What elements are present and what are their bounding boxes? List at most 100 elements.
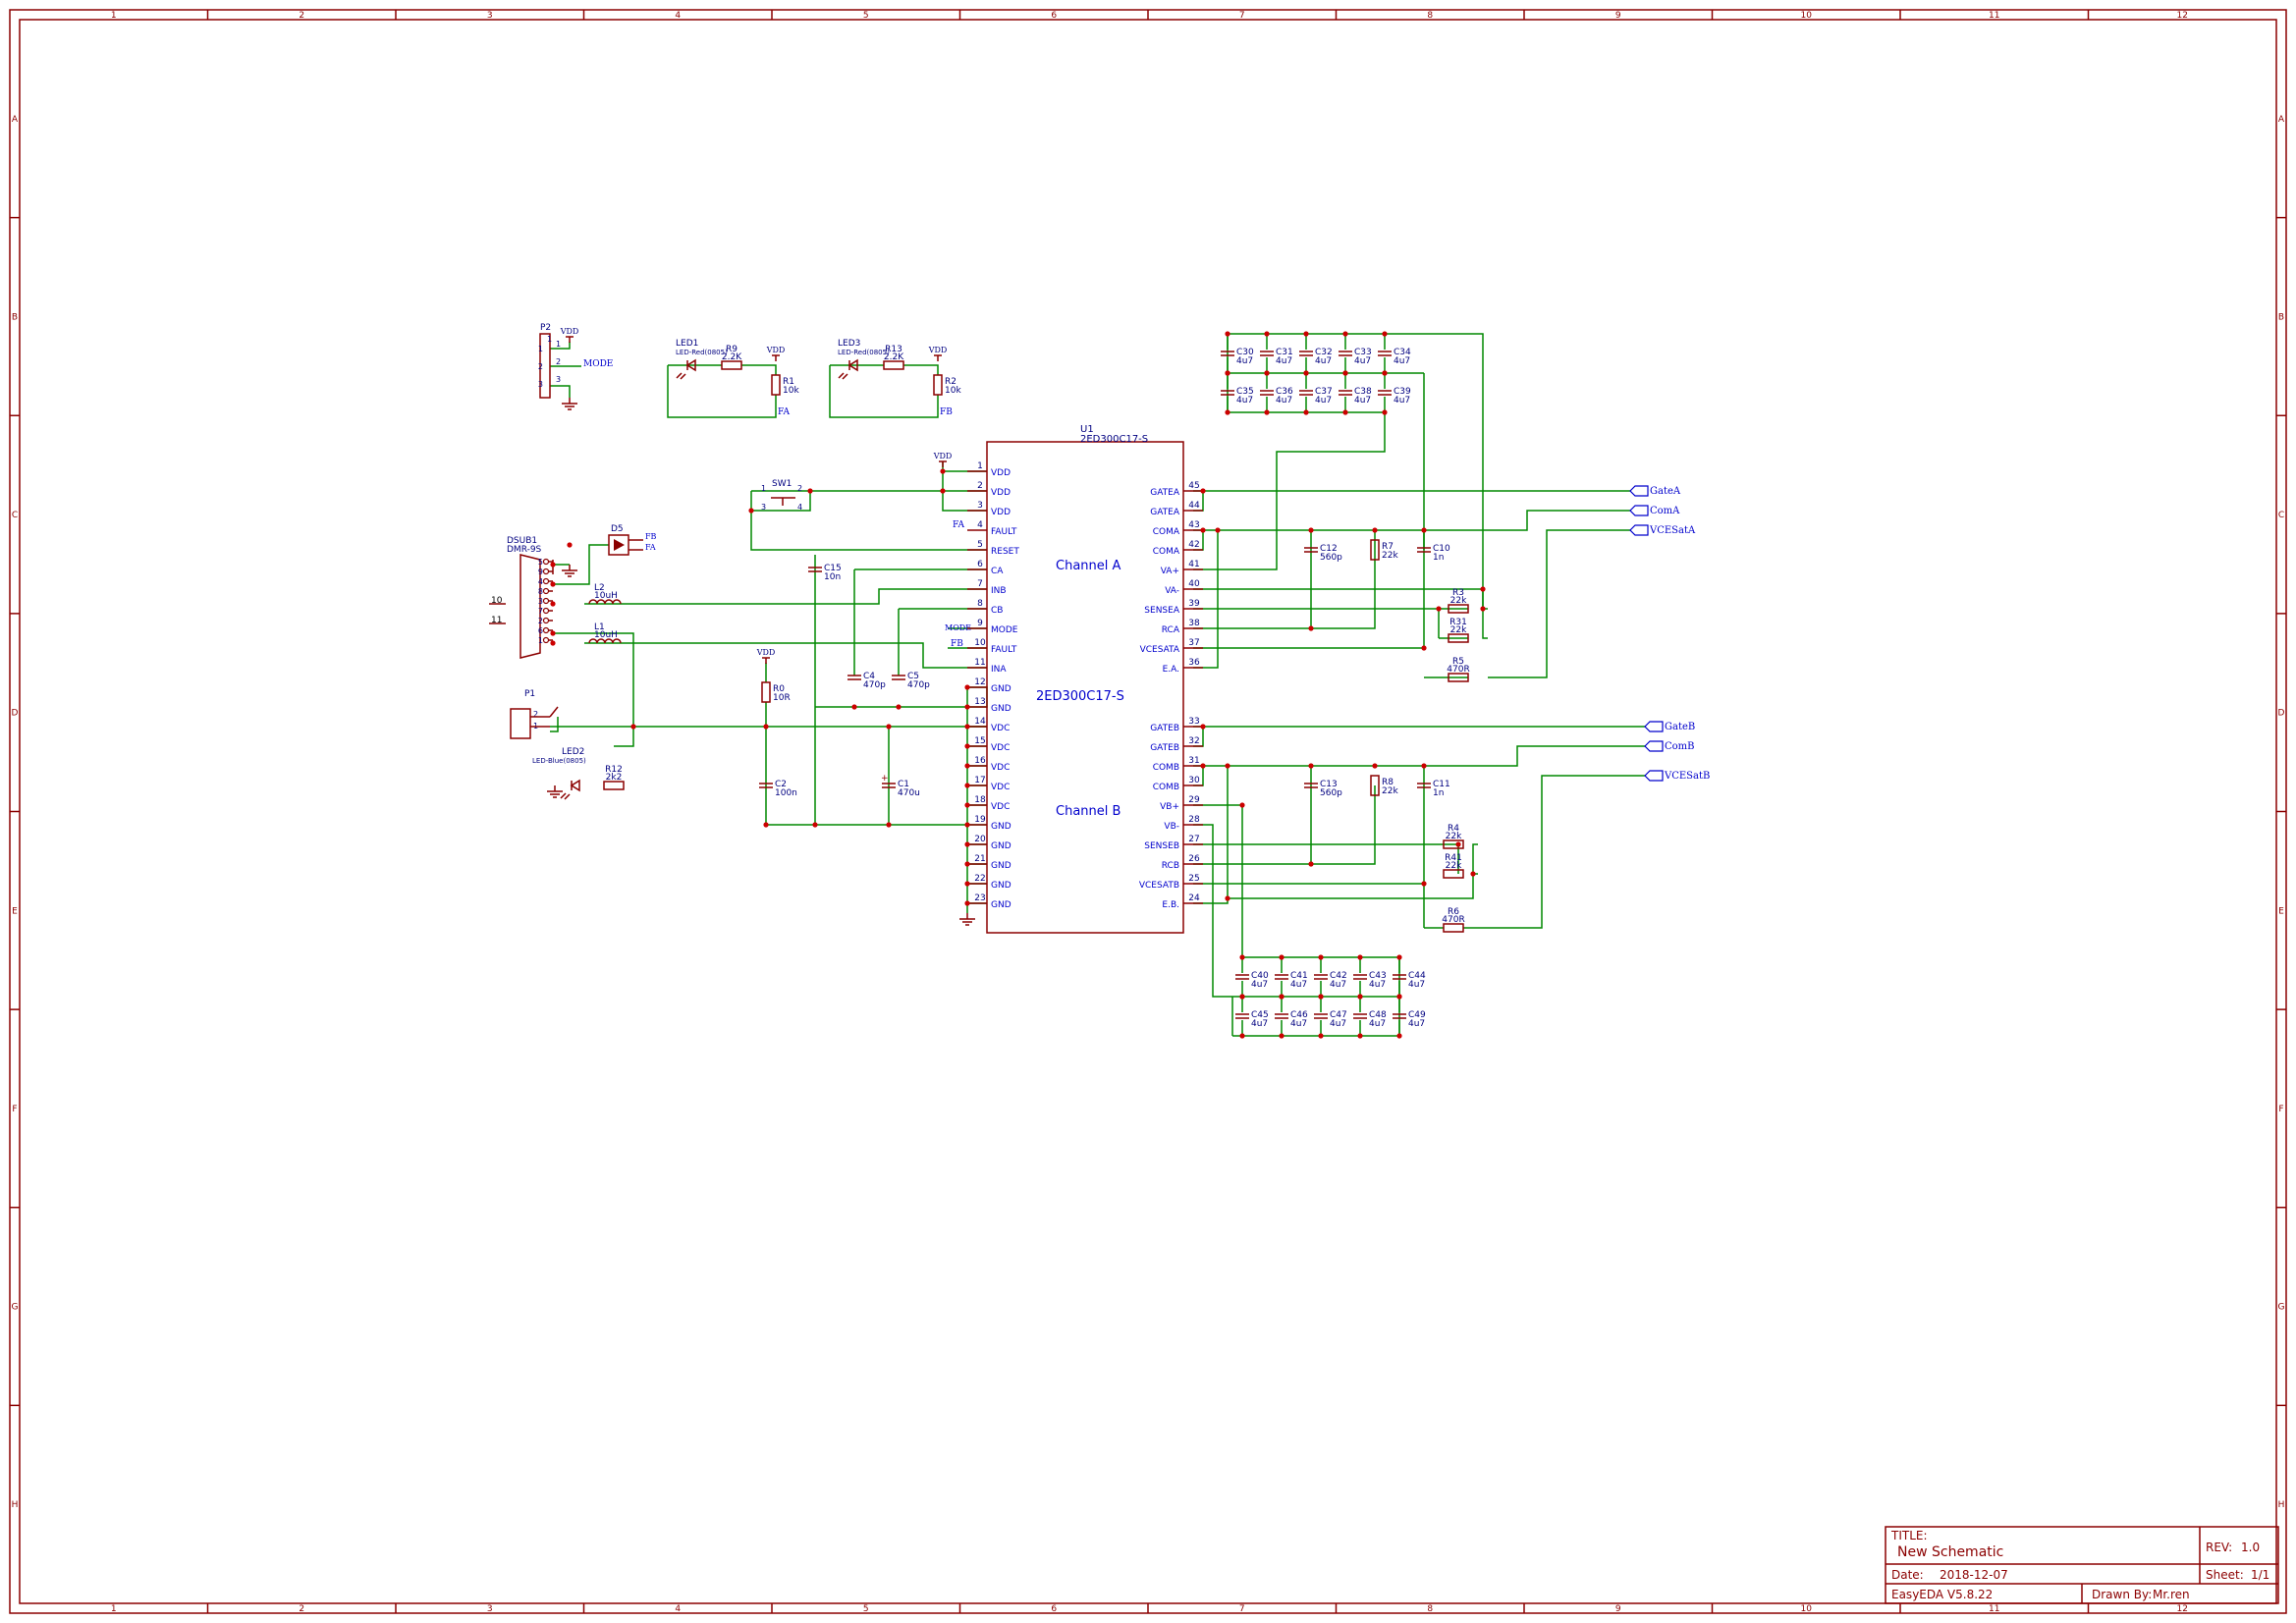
ic-pin-name: RCB xyxy=(1162,861,1179,871)
ic-pin-number: 21 xyxy=(974,854,985,864)
vdd-symbol xyxy=(566,336,574,343)
component-ref: C47 xyxy=(1330,1010,1347,1020)
junction-dot xyxy=(964,841,970,847)
capacitor-c32 xyxy=(1299,351,1313,356)
frame-row-label: E xyxy=(2278,906,2284,916)
junction-dot xyxy=(1421,881,1427,887)
component-value: 22k xyxy=(1382,551,1398,561)
junction-dot xyxy=(1382,409,1388,415)
frame-column-label: 1 xyxy=(111,1604,117,1614)
junction-dot xyxy=(1279,954,1285,960)
component-value: 4u7 xyxy=(1236,356,1253,366)
junction-dot xyxy=(1279,994,1285,1000)
resistor-r9 xyxy=(721,360,742,370)
component-ref: C4 xyxy=(863,672,875,681)
component-value: 4u7 xyxy=(1330,980,1346,990)
component-ref: C2 xyxy=(775,780,787,789)
pin-number: 7 xyxy=(538,607,543,616)
resistor-r1 xyxy=(771,374,781,396)
ic-pin-number: 15 xyxy=(974,736,985,746)
capacitor-c39 xyxy=(1378,390,1392,396)
component-value: 22k xyxy=(1446,832,1462,841)
net-port-label: ComA xyxy=(1650,506,1680,516)
component-ref: LED2 xyxy=(562,747,584,757)
component-ref: C1 xyxy=(898,780,909,789)
junction-dot xyxy=(1382,370,1388,376)
ic-pin-number: 5 xyxy=(977,540,983,550)
capacitor-c13 xyxy=(1304,783,1318,788)
component-ref: C34 xyxy=(1394,348,1411,357)
frame-row-label: C xyxy=(12,511,18,520)
net-label-11: 11 xyxy=(491,616,502,625)
capacitor-c40 xyxy=(1235,974,1249,980)
net-port-vcesata xyxy=(1629,524,1649,536)
capacitor-c4 xyxy=(847,675,861,680)
connector-p1 xyxy=(510,708,531,739)
component-ref: R41 xyxy=(1445,853,1462,863)
ic-pin-number: 39 xyxy=(1188,599,1200,609)
junction-dot xyxy=(1225,763,1230,769)
component-value: 2.2K xyxy=(884,352,904,362)
ic-pin-name: GND xyxy=(991,822,1011,832)
ic-pin-name: VDC xyxy=(991,783,1010,792)
frame-column-label: 4 xyxy=(675,1604,681,1614)
junction-dot xyxy=(1421,645,1427,651)
component-ref: C48 xyxy=(1369,1010,1387,1020)
net-label-fa: FA xyxy=(645,543,656,552)
resistor-r8 xyxy=(1370,775,1380,796)
ic-pin-name: VB- xyxy=(1164,822,1179,832)
pin-number: 4 xyxy=(797,503,802,512)
junction-dot xyxy=(1239,994,1245,1000)
frame-column-label: 7 xyxy=(1239,1604,1245,1614)
ic-pin-number: 12 xyxy=(974,677,985,687)
connector-p2 xyxy=(539,333,551,399)
junction-dot xyxy=(964,881,970,887)
component-value: 22k xyxy=(1450,625,1467,635)
frame-column-label: 3 xyxy=(487,1604,493,1614)
junction-dot xyxy=(964,724,970,730)
ic-pin-number: 19 xyxy=(974,815,986,825)
ic-pin-number: 4 xyxy=(977,520,983,530)
component-ref: R13 xyxy=(885,345,902,354)
frame-row-label: H xyxy=(2278,1500,2285,1510)
frame-column-label: 9 xyxy=(1615,1604,1621,1614)
capacitor-c31 xyxy=(1260,351,1274,356)
net-label-fa: FA xyxy=(778,407,790,417)
component-value: 4u7 xyxy=(1369,980,1386,990)
pin-number: 2 xyxy=(538,362,543,371)
ic-pin-number: 30 xyxy=(1188,776,1200,785)
junction-dot xyxy=(1308,527,1314,533)
channel-b-label: Channel B xyxy=(1056,804,1121,819)
junction-dot xyxy=(964,783,970,788)
component-ref: C31 xyxy=(1276,348,1293,357)
frame-row-label: D xyxy=(2278,709,2285,719)
junction-dot xyxy=(1264,331,1270,337)
pin-number: 3 xyxy=(556,375,561,384)
component-value: LED-Red(0805) xyxy=(676,349,728,356)
frame-row-label: D xyxy=(12,709,19,719)
junction-dot xyxy=(1279,1033,1285,1039)
junction-dot xyxy=(1470,871,1476,877)
junction-dot xyxy=(964,704,970,710)
capacitor-c49 xyxy=(1393,1013,1406,1019)
ic-pin-name: SENSEB xyxy=(1144,841,1179,851)
pin-number: 8 xyxy=(538,587,543,596)
component-ref: C37 xyxy=(1315,387,1333,397)
ic-pin-name: COMA xyxy=(1153,527,1180,537)
component-value: LED-Blue(0805) xyxy=(532,757,586,765)
capacitor-c36 xyxy=(1260,390,1274,396)
pin-number: 1 xyxy=(538,345,543,353)
component-value: 22k xyxy=(1382,786,1398,796)
junction-dot xyxy=(1303,370,1309,376)
component-ref: C40 xyxy=(1251,971,1269,981)
ic-pin-name: CA xyxy=(991,567,1004,576)
net-label-fa: FA xyxy=(953,520,964,530)
capacitor-c44 xyxy=(1393,974,1406,980)
ic-pin-name: INA xyxy=(991,665,1007,675)
ic-pin-number: 9 xyxy=(977,619,983,628)
net-port-coma xyxy=(1629,505,1649,516)
ic-pin-number: 36 xyxy=(1188,658,1200,668)
resistor-r13 xyxy=(883,360,904,370)
capacitor-c41 xyxy=(1275,974,1288,980)
ic-pin-name: GATEA xyxy=(1150,508,1180,517)
